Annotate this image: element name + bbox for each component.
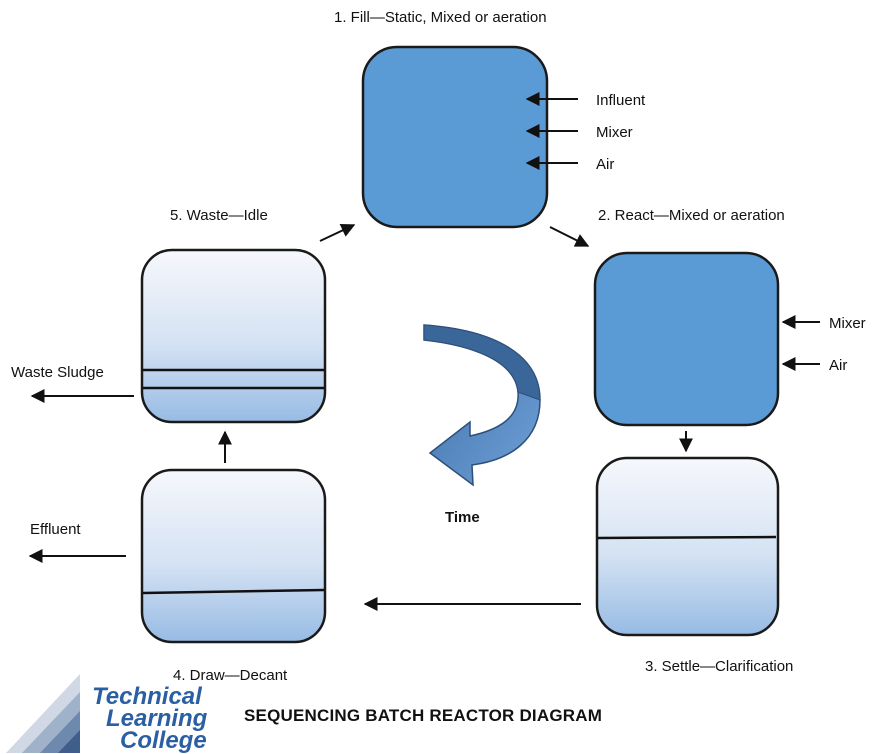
- logo-technical: Technical: [92, 683, 202, 710]
- fill-mixer-label: Mixer: [596, 124, 633, 141]
- draw-stage-title: 4. Draw—Decant: [173, 667, 288, 684]
- logo-triangle-icon: [6, 674, 80, 753]
- react-tank: [593, 251, 780, 427]
- technical-learning-college-logo: Technical Learning College: [0, 666, 240, 753]
- react-stage-title: 2. React—Mixed or aeration: [598, 207, 785, 224]
- waste-stage-title: 5. Waste—Idle: [170, 207, 268, 224]
- waste-to-fill-arrow: [319, 224, 356, 242]
- settle-tank: [595, 456, 780, 637]
- settle-sludge-line: [597, 535, 777, 540]
- fill-stage-title: 1. Fill—Static, Mixed or aeration: [334, 9, 547, 26]
- fill-tank: [361, 45, 549, 229]
- time-curved-arrow: [423, 324, 541, 487]
- time-label: Time: [445, 509, 480, 526]
- draw-tank: [140, 468, 327, 644]
- react-mixer-label: Mixer: [829, 315, 866, 332]
- draw-level-line: [142, 588, 325, 595]
- logo-learning: Learning: [106, 705, 208, 732]
- settle-stage-title: 3. Settle—Clarification: [645, 658, 794, 675]
- waste-tank: [140, 248, 327, 424]
- fill-influent-label: Influent: [596, 92, 646, 109]
- waste-sludge-label: Waste Sludge: [11, 364, 104, 381]
- diagram-title: SEQUENCING BATCH REACTOR DIAGRAM: [244, 706, 603, 725]
- fill-air-label: Air: [596, 156, 615, 173]
- logo-college: College: [120, 727, 207, 754]
- effluent-label: Effluent: [30, 521, 81, 538]
- fill-to-react-arrow: [549, 226, 590, 247]
- react-air-label: Air: [829, 357, 848, 374]
